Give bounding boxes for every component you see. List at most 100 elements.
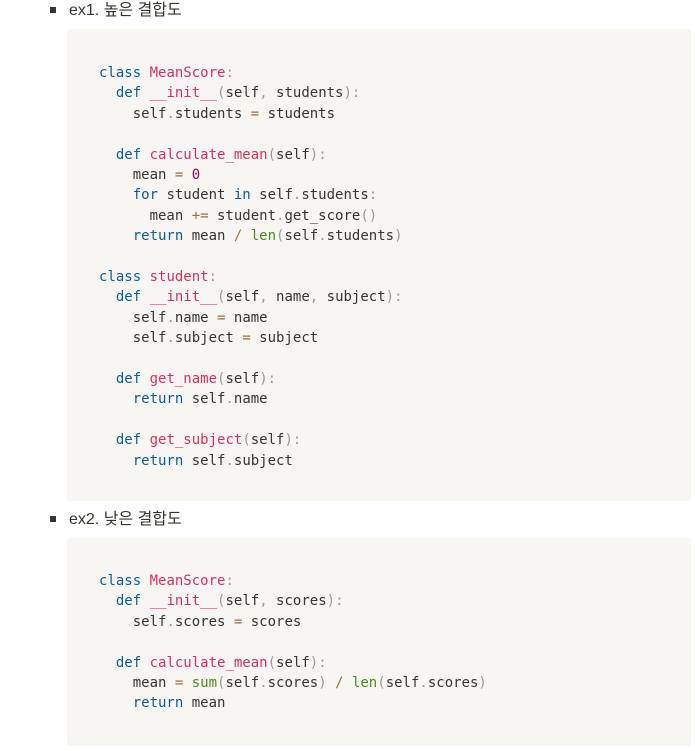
code-line: mean = sum(self.scores) / len(self.score… [99,673,487,693]
code-line: def __init__(self, scores): [99,591,344,611]
code-token [141,269,149,285]
code-token: sum [191,675,218,691]
code-token: calculate_mean [149,654,268,671]
code-token: ) [394,228,403,245]
code-line: mean = 0 [99,165,200,185]
code-token: self [99,613,167,630]
code-token: . [166,309,175,326]
code-token: . [419,675,428,691]
code-token: / [233,228,243,245]
code-token [99,432,116,448]
code-token: in [233,187,251,204]
code-token: ( [217,593,226,610]
code-token [183,167,191,183]
code-line: self.subject = subject [99,328,318,348]
code-block-ex2[interactable]: class MeanScore: def __init__(self, scor… [67,538,691,746]
code-token [99,695,133,711]
code-token: : [208,269,218,285]
code-token: = [174,675,184,691]
code-token: self [276,654,310,671]
code-token: MeanScore [149,65,226,81]
code-token: : [368,187,378,204]
code-token: . [166,330,175,347]
code-token: return [132,228,184,245]
code-token: students [301,187,369,204]
code-token: () [360,207,378,224]
code-token [141,371,149,387]
code-token: ): [309,146,327,163]
code-token [99,371,116,387]
code-token [141,289,149,305]
section-label-ex1: ex1. 높은 결합도 [69,2,182,19]
code-line: for student in self.students: [99,185,377,205]
code-token: . [225,452,234,469]
code-line: class student: [99,267,217,287]
code-line: def __init__(self, students): [99,83,360,103]
code-token: = [250,105,260,122]
code-token: : [225,65,234,81]
code-line: return self.subject [99,451,293,471]
code-token: student [158,187,234,204]
code-token: name [267,289,310,306]
code-token: ( [217,675,226,691]
code-token [99,228,133,244]
code-token [99,453,133,469]
code-token: ( [242,432,251,449]
code-token: / [335,675,344,691]
code-token [183,675,191,691]
code-token: . [259,675,268,691]
code-token: mean [99,207,192,224]
code-token: , [309,289,319,306]
code-token: mean [99,167,175,183]
code-token: self [99,330,167,347]
code-token: self [225,371,260,387]
code-token: students [326,228,395,245]
section-label-ex2: ex2. 낮은 결합도 [69,511,182,528]
code-token: scores [242,613,302,630]
code-token: name [225,309,268,326]
code-token: students [259,105,336,122]
code-token: self [250,432,285,449]
code-token: , [259,85,268,102]
code-token [327,675,335,691]
code-token: , [259,593,268,610]
code-token: self [225,289,260,306]
code-token: self [276,146,310,163]
code-token: . [225,391,234,408]
code-token [141,65,149,81]
code-token: ( [377,675,386,691]
code-token: subject [250,330,319,347]
code-token: class [99,269,142,285]
code-token: . [292,187,302,204]
code-token [141,593,149,609]
code-token [99,593,116,609]
code-token: subject [318,289,386,306]
code-token: self [99,309,167,326]
code-token: __init__ [149,593,218,610]
code-token: calculate_mean [149,146,268,163]
code-token: : [225,573,234,589]
code-line: return self.name [99,389,268,409]
code-token: students [174,105,251,122]
code-block-ex1[interactable]: class MeanScore: def __init__(self, stud… [67,29,691,501]
code-token: return [132,391,184,408]
code-token: ( [267,146,277,163]
code-line: self.students = students [99,104,335,124]
code-token: __init__ [149,289,218,306]
bullet-marker [50,7,56,13]
code-token: = [242,330,251,347]
code-token: scores [174,613,234,630]
code-token: def [115,85,142,102]
code-line: def get_name(self): [99,369,276,389]
code-token: name [233,391,268,408]
code-token: subject [174,330,243,347]
code-token: self [250,187,293,204]
code-line: return mean [99,693,226,713]
code-token: scores [267,675,319,691]
code-line: mean += student.get_score() [99,206,378,226]
code-token: = [217,309,226,326]
code-token: mean [99,675,175,691]
code-token: . [166,105,175,122]
code-token: student [149,269,209,285]
code-token [99,187,133,203]
